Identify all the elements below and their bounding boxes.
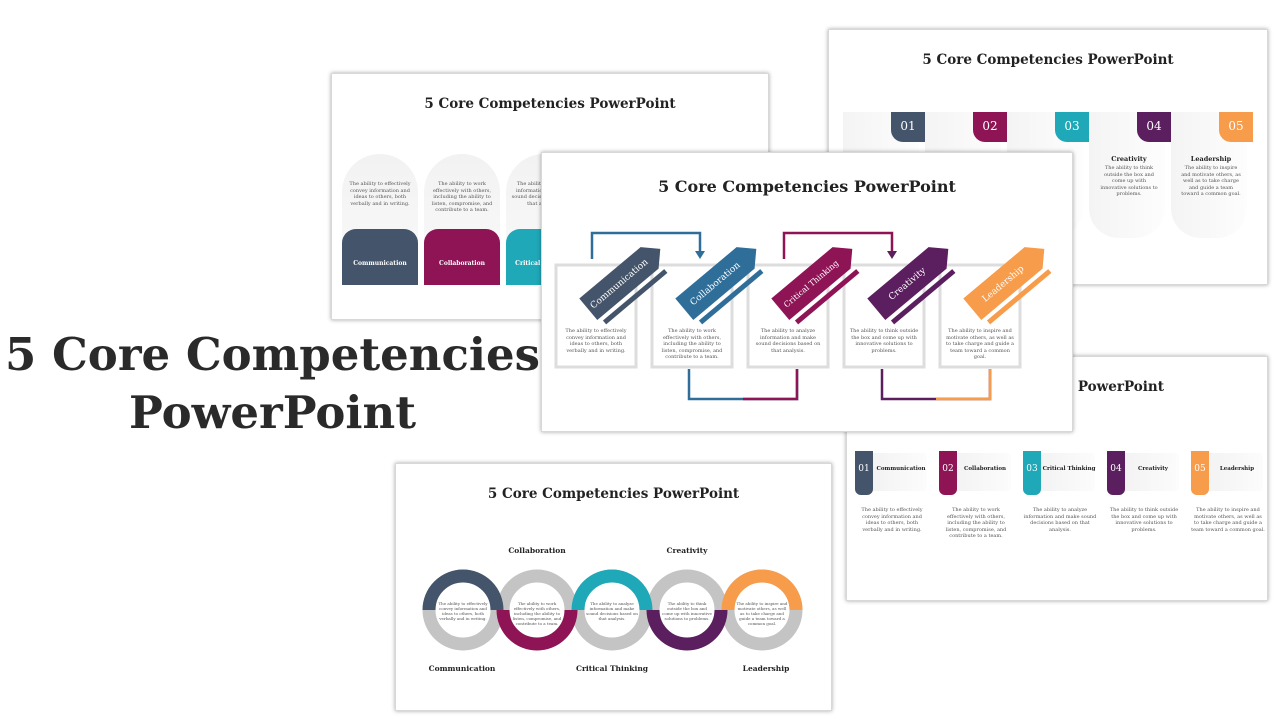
slide-title: 5 Core Competencies PowerPoint	[658, 177, 956, 196]
list-label-3: Critical Thinking	[1042, 466, 1096, 472]
list-label-4: Creativity	[1138, 466, 1168, 472]
arch-base-2	[424, 229, 500, 285]
slide-title-partial: es PowerPoint	[1057, 379, 1164, 395]
chain-label-creativity: Creativity	[666, 546, 708, 555]
list-desc-2: The ability to work effectively with oth…	[945, 507, 1007, 539]
banner-desc-5: The ability to inspire and motivate othe…	[1181, 165, 1241, 197]
chain-desc-4: The ability to think outside the box and…	[662, 601, 712, 621]
chain-desc-1: The ability to effectively convey inform…	[438, 601, 488, 621]
list-number-1: 01	[858, 464, 870, 474]
banner-tab-4	[1137, 112, 1171, 142]
slide-title: 5 Core Competencies PowerPoint	[424, 96, 676, 112]
hero-title-line1: 5 Core Competencies	[5, 328, 540, 381]
chain-desc-5: The ability to inspire and motivate othe…	[736, 601, 788, 626]
slide-thumbnail-arrows[interactable]: 5 Core Competencies PowerPoint	[541, 152, 1073, 432]
banner-tab-2	[973, 112, 1007, 142]
chain-label-collaboration: Collaboration	[508, 546, 566, 555]
banner-tab-5	[1219, 112, 1253, 142]
list-number-2: 02	[942, 464, 954, 474]
chain-label-communication: Communication	[428, 664, 496, 673]
arrow-desc-1: The ability to effectively convey inform…	[565, 328, 627, 354]
banner-tab-1	[891, 112, 925, 142]
arch-label-1: Communication	[353, 260, 407, 267]
chain-label-leadership: Leadership	[742, 664, 790, 673]
arrow-desc-5: The ability to inspire and motivate othe…	[945, 328, 1015, 360]
slide-title: 5 Core Competencies PowerPoint	[922, 52, 1174, 68]
arrows-graphic: Communication Collaboration Critical Thi…	[554, 231, 1052, 401]
banner-tab-3	[1055, 112, 1089, 142]
list-row: 01 02 03 04 05 Communication Collaborati…	[847, 451, 1267, 495]
banner-label-4: Creativity	[1111, 155, 1147, 163]
arrow-desc-3: The ability to analyze information and m…	[755, 328, 821, 354]
chain-graphic	[422, 569, 803, 651]
banner-desc-4: The ability to think outside the box and…	[1100, 165, 1158, 197]
arrow-desc-4: The ability to think outside the box and…	[849, 328, 919, 354]
list-tag-4	[1107, 451, 1125, 495]
chain-desc-3: The ability to analyze information and m…	[586, 601, 638, 621]
banner-number-3: 03	[1064, 119, 1080, 133]
slide-title: 5 Core Competencies PowerPoint	[487, 486, 740, 502]
banner-number-1: 01	[900, 119, 916, 133]
banner-number-5: 05	[1228, 119, 1244, 133]
slide-thumbnail-chain[interactable]: 5 Core Competencies PowerPoint The abili…	[395, 463, 832, 711]
list-number-5: 05	[1194, 464, 1206, 474]
banner-number-4: 04	[1146, 119, 1162, 133]
banner-label-5: Leadership	[1190, 155, 1232, 163]
list-label-5: Leadership	[1219, 466, 1255, 472]
list-number-4: 04	[1110, 464, 1122, 474]
list-tag-3	[1023, 451, 1041, 495]
arrow-desc-2: The ability to work effectively with oth…	[661, 328, 723, 360]
banner-number-2: 02	[982, 119, 998, 133]
list-tag-2	[939, 451, 957, 495]
arch-base-1	[342, 229, 418, 285]
arch-label-2: Collaboration	[439, 260, 485, 267]
list-label-1: Communication	[876, 466, 926, 472]
arch-desc-1: The ability to effectively convey inform…	[349, 181, 411, 207]
list-desc-1: The ability to effectively convey inform…	[861, 507, 923, 533]
list-number-3: 03	[1026, 464, 1038, 474]
arch-desc-2: The ability to work effectively with oth…	[431, 181, 493, 213]
list-tag-5	[1191, 451, 1209, 495]
list-label-2: Collaboration	[963, 466, 1007, 472]
hero-title-line2: PowerPoint	[129, 386, 416, 439]
list-tag-1	[855, 451, 873, 495]
hero-title: 5 Core Competencies PowerPoint	[0, 326, 545, 442]
list-desc-3: The ability to analyze information and m…	[1023, 507, 1097, 533]
chain-desc-2: The ability to work effectively with oth…	[512, 601, 562, 626]
chain-label-critical-thinking: Critical Thinking	[575, 664, 649, 673]
list-desc-5: The ability to inspire and motivate othe…	[1191, 507, 1265, 533]
list-desc-4: The ability to think outside the box and…	[1109, 507, 1179, 533]
